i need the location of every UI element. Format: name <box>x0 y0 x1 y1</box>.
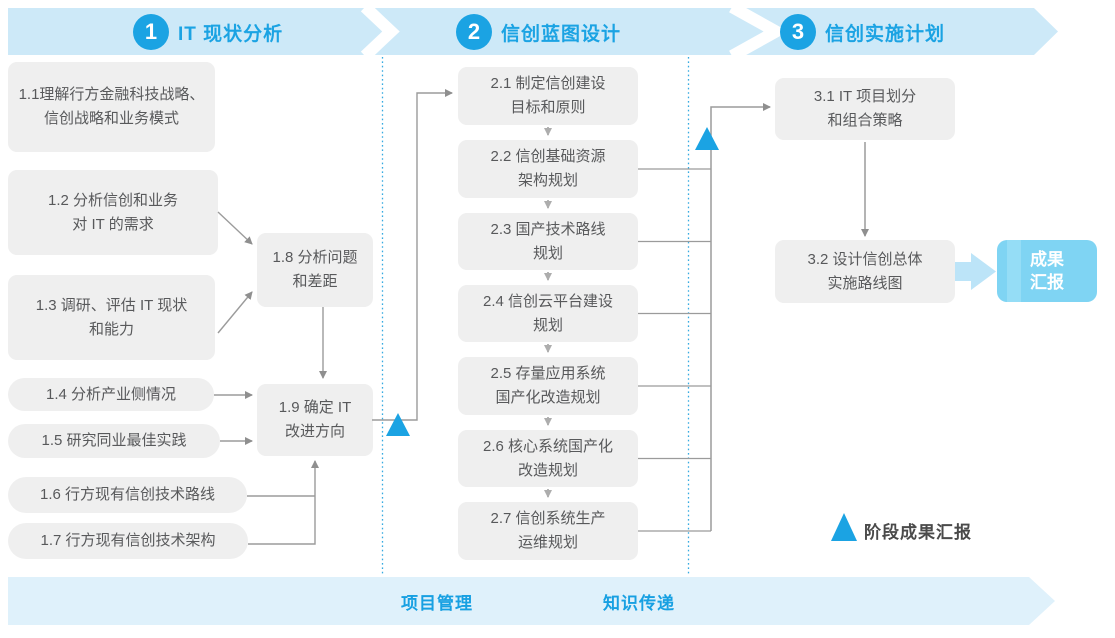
phase-1-connectors <box>214 89 453 545</box>
step-box-1-2: 1.2 分析信创和业务 对 IT 的需求 <box>8 170 218 255</box>
phase-2-title: 信创蓝图设计 <box>501 23 622 45</box>
legend-milestone-triangle-icon <box>831 513 857 541</box>
arrow-1-7-to-1-9 <box>248 460 319 545</box>
phase-2-header: 2 信创蓝图设计 <box>456 13 621 51</box>
phase-1-header: 1 IT 现状分析 <box>133 13 283 51</box>
arrow-1-2-to-1-8 <box>217 211 253 245</box>
phase-header-band <box>8 8 1058 55</box>
arrow-1-3-to-1-8 <box>217 291 253 334</box>
step-box-3-1: 3.1 IT 项目划分 和组合策略 <box>775 78 955 140</box>
bottom-label-knowledge-transfer: 知识传递 <box>603 594 675 613</box>
phase-3-number-badge: 3 <box>780 14 816 50</box>
step-box-1-5: 1.5 研究同业最佳实践 <box>8 424 220 458</box>
phase-3-header: 3 信创实施计划 <box>780 13 945 51</box>
step-box-1-6: 1.6 行方现有信创技术路线 <box>8 477 247 513</box>
step-box-1-1: 1.1理解行方金融科技战略、 信创战略和业务模式 <box>8 62 215 152</box>
phase-3-title: 信创实施计划 <box>825 23 946 45</box>
step-box-1-7: 1.7 行方现有信创技术架构 <box>8 523 248 559</box>
arrow-1-9-to-2-1 <box>372 89 453 421</box>
step-box-2-1: 2.1 制定信创建设 目标和原则 <box>458 67 638 125</box>
step-box-1-8: 1.8 分析问题 和差距 <box>257 233 373 307</box>
deliverable-report-box: 成果 汇报 <box>997 240 1097 302</box>
phase-1-number-badge: 1 <box>133 14 169 50</box>
bottom-stream-band <box>8 577 1055 625</box>
phase-1-title: IT 现状分析 <box>178 23 284 45</box>
step-box-2-2: 2.2 信创基础资源 架构规划 <box>458 140 638 198</box>
bottom-label-project-management: 项目管理 <box>401 594 473 613</box>
phase-2-number-badge: 2 <box>456 14 492 50</box>
step-box-2-4: 2.4 信创云平台建设 规划 <box>458 285 638 342</box>
step-box-3-2: 3.2 设计信创总体 实施路线图 <box>775 240 955 303</box>
step-box-2-5: 2.5 存量应用系统 国产化改造规划 <box>458 357 638 415</box>
step-box-1-4: 1.4 分析产业侧情况 <box>8 378 214 411</box>
arrow-collector-to-3-1 <box>710 103 771 531</box>
milestone-triangle-phase2-icon <box>695 127 719 150</box>
milestone-triangle-phase1-icon <box>386 413 410 436</box>
step-box-2-7: 2.7 信创系统生产 运维规划 <box>458 502 638 560</box>
step-box-1-3: 1.3 调研、评估 IT 现状 和能力 <box>8 275 215 360</box>
step-box-2-3: 2.3 国产技术路线 规划 <box>458 213 638 270</box>
step-box-1-9: 1.9 确定 IT 改进方向 <box>257 384 373 456</box>
fat-arrow-to-deliverable-icon <box>955 253 996 290</box>
step-box-2-6: 2.6 核心系统国产化 改造规划 <box>458 430 638 487</box>
phase-2-collector <box>638 103 771 532</box>
legend-milestone-label: 阶段成果汇报 <box>864 523 972 542</box>
